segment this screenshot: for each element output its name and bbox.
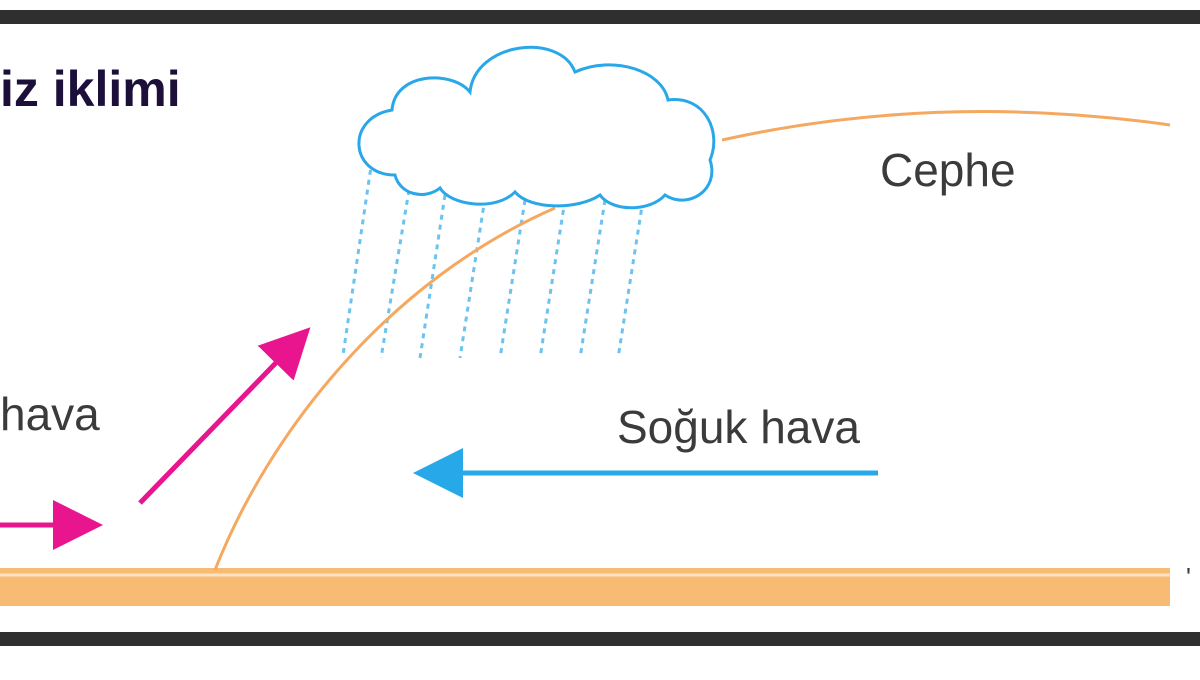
front-upper-line: [721, 110, 1171, 142]
warm-air-label: hava: [0, 388, 100, 440]
front-surface-line: [213, 206, 556, 571]
diagram-title: iz iklimi: [0, 61, 181, 117]
frame-bottom-border: [0, 632, 1200, 646]
cold-air-label: Soğuk hava: [617, 401, 860, 453]
edge-mark: ': [1186, 562, 1191, 592]
rain-cloud-icon: [357, 45, 716, 210]
warm-air-arrow-rising: [138, 327, 311, 505]
rain-streaks: [341, 159, 645, 359]
front-label: Cephe: [880, 144, 1016, 196]
frame-top-border: [0, 10, 1200, 24]
